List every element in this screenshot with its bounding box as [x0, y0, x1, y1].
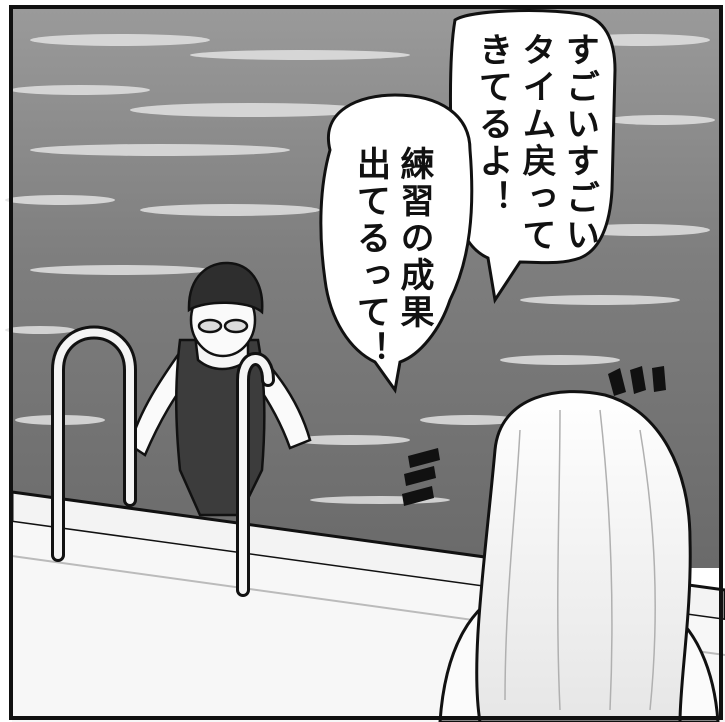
speech-bubble-2-text: 練習の成果 出てるって！ [350, 146, 435, 368]
panel-border [9, 5, 723, 720]
pool-ladder [51, 325, 275, 597]
sfx-lines-top [608, 366, 666, 396]
speech-bubble-2 [319, 93, 474, 394]
speech-bubble-1-text: すごいすごい タイム戻って きてるよ！ [472, 32, 600, 254]
swimmer-figure [128, 261, 312, 517]
water-ripples [5, 34, 715, 504]
sfx-lines-left [402, 448, 440, 506]
observer-figure [438, 390, 720, 722]
